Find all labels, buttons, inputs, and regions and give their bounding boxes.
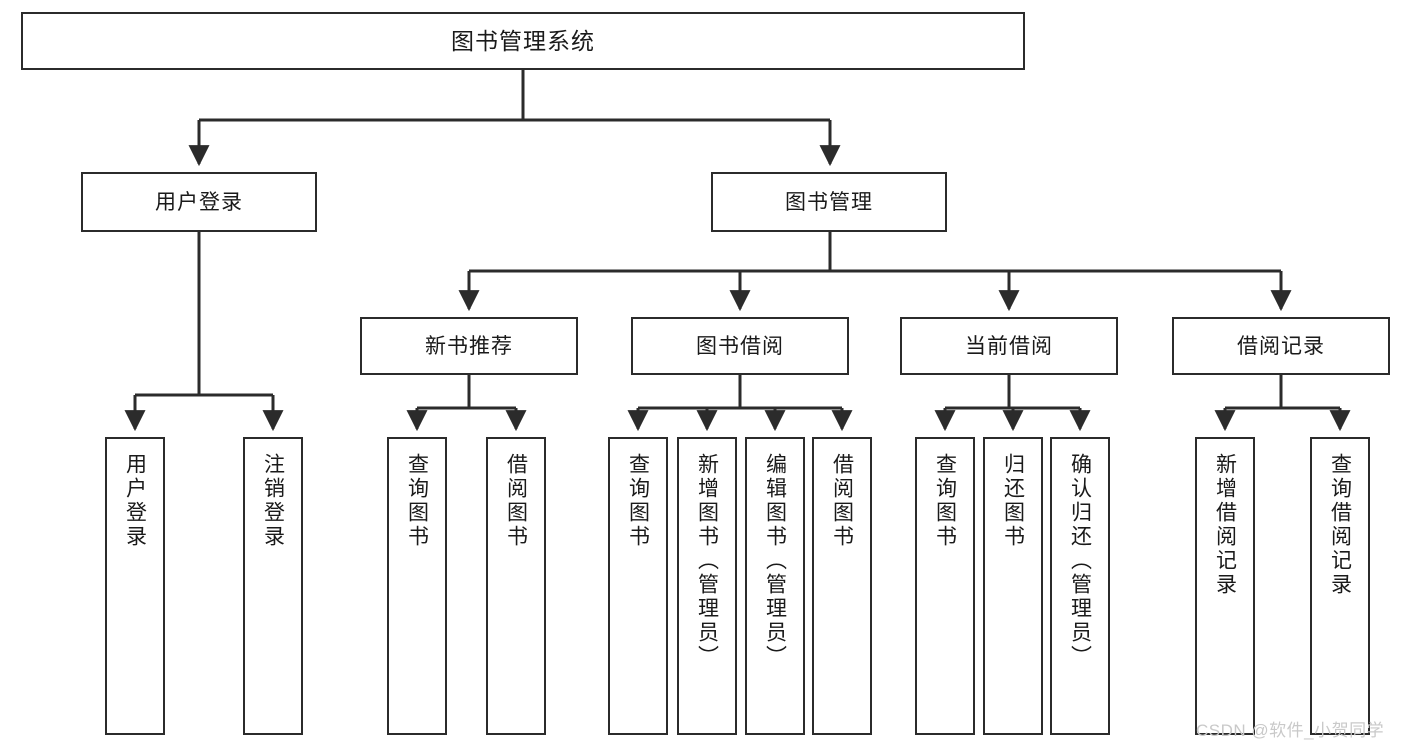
node-borrow-record[interactable]: 借阅记录 — [1172, 317, 1390, 375]
node-root[interactable]: 图书管理系统 — [21, 12, 1025, 70]
node-new-book-recommend[interactable]: 新书推荐 — [360, 317, 578, 375]
leaf-confirm-return-admin-label: 确认归还（管理员） — [1068, 453, 1092, 669]
leaf-query-borrow-record[interactable]: 查询借阅记录 — [1310, 437, 1370, 735]
leaf-newbook-borrow-book[interactable]: 借阅图书 — [486, 437, 546, 735]
node-new-book-recommend-label: 新书推荐 — [425, 334, 513, 358]
node-borrow-record-label: 借阅记录 — [1237, 334, 1325, 358]
leaf-logout[interactable]: 注销登录 — [243, 437, 303, 735]
node-current-borrow[interactable]: 当前借阅 — [900, 317, 1118, 375]
leaf-borrow-query-book-label: 查询图书 — [626, 453, 650, 549]
node-root-label: 图书管理系统 — [451, 27, 595, 54]
node-current-borrow-label: 当前借阅 — [965, 334, 1053, 358]
node-user-login[interactable]: 用户登录 — [81, 172, 317, 232]
leaf-edit-book-admin-label: 编辑图书（管理员） — [763, 453, 787, 669]
leaf-borrow-book[interactable]: 借阅图书 — [812, 437, 872, 735]
leaf-add-book-admin[interactable]: 新增图书（管理员） — [677, 437, 737, 735]
leaf-user-login-label: 用户登录 — [123, 453, 147, 549]
node-book-management-label: 图书管理 — [785, 190, 873, 214]
watermark: CSDN @软件_小贺同学 — [1196, 721, 1385, 740]
leaf-add-book-admin-label: 新增图书（管理员） — [695, 453, 719, 669]
leaf-user-login[interactable]: 用户登录 — [105, 437, 165, 735]
leaf-logout-label: 注销登录 — [261, 453, 285, 549]
node-user-login-label: 用户登录 — [155, 190, 243, 214]
leaf-return-book[interactable]: 归还图书 — [983, 437, 1043, 735]
leaf-newbook-query-book-label: 查询图书 — [405, 453, 429, 549]
node-book-borrow[interactable]: 图书借阅 — [631, 317, 849, 375]
leaf-query-borrow-record-label: 查询借阅记录 — [1328, 453, 1352, 597]
node-book-management[interactable]: 图书管理 — [711, 172, 947, 232]
node-book-borrow-label: 图书借阅 — [696, 334, 784, 358]
leaf-confirm-return-admin[interactable]: 确认归还（管理员） — [1050, 437, 1110, 735]
leaf-borrow-query-book[interactable]: 查询图书 — [608, 437, 668, 735]
leaf-add-borrow-record-label: 新增借阅记录 — [1213, 453, 1237, 597]
leaf-edit-book-admin[interactable]: 编辑图书（管理员） — [745, 437, 805, 735]
leaf-add-borrow-record[interactable]: 新增借阅记录 — [1195, 437, 1255, 735]
leaf-return-book-label: 归还图书 — [1001, 453, 1025, 549]
leaf-current-query-book-label: 查询图书 — [933, 453, 957, 549]
leaf-newbook-borrow-book-label: 借阅图书 — [504, 453, 528, 549]
leaf-current-query-book[interactable]: 查询图书 — [915, 437, 975, 735]
leaf-newbook-query-book[interactable]: 查询图书 — [387, 437, 447, 735]
leaf-borrow-book-label: 借阅图书 — [830, 453, 854, 549]
